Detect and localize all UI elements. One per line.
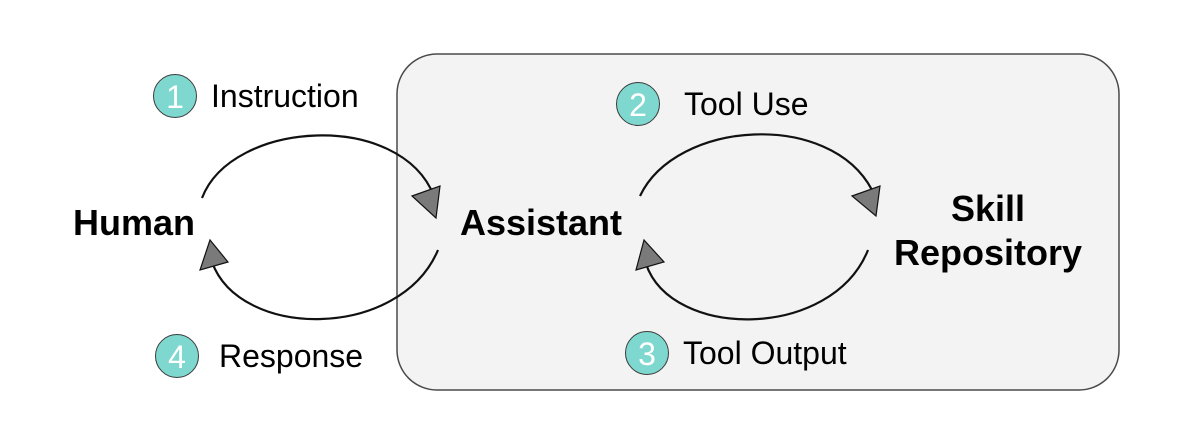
instruction-arrowhead: [410, 185, 441, 220]
tool-output-arrowhead: [635, 238, 666, 271]
step-1-label: Instruction: [211, 77, 359, 114]
human-node-label: Human: [72, 202, 195, 243]
tool-use-arrowhead: [850, 185, 881, 218]
assistant-node-label: Assistant: [459, 202, 623, 243]
step-4-badge: 4: [155, 334, 199, 378]
step-response: 4 Response: [155, 334, 363, 378]
tool-use-arrow: [639, 133, 873, 197]
response-arrow: [210, 249, 440, 321]
step-tool-output: 3 Tool Output: [625, 331, 847, 375]
skill-repository-line2: Repository: [893, 232, 1083, 273]
step-instruction: 1 Instruction: [153, 74, 359, 118]
step-3-badge: 3: [625, 331, 669, 375]
step-2-badge: 2: [616, 82, 660, 126]
tool-output-arrow: [644, 249, 870, 321]
skill-repository-node-label: Skill Repository: [884, 187, 1092, 275]
skill-repository-line1: Skill: [950, 188, 1026, 229]
step-2-label: Tool Use: [684, 85, 809, 122]
step-tool-use: 2 Tool Use: [616, 82, 809, 126]
step-3-label: Tool Output: [683, 334, 847, 371]
instruction-arrow: [200, 134, 436, 199]
step-1-badge: 1: [153, 74, 197, 118]
response-arrowhead: [199, 238, 230, 271]
step-4-label: Response: [219, 337, 364, 374]
assistant-skill-panel: [396, 53, 1120, 391]
